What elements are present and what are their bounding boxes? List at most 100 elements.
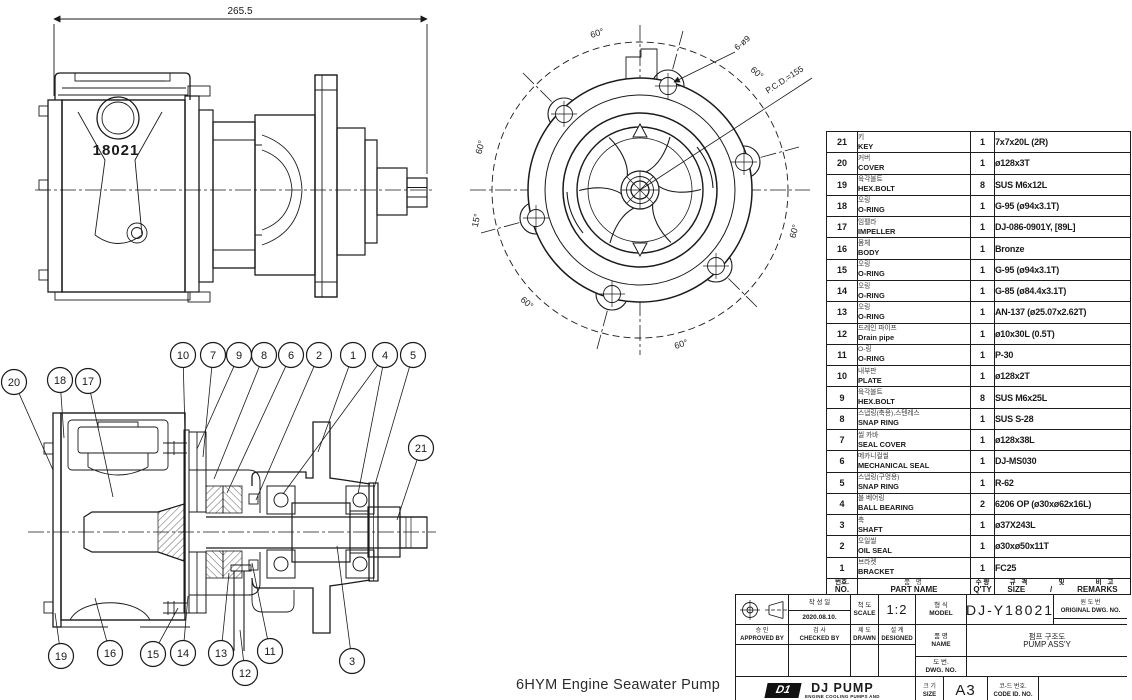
drawn-signature-cell — [851, 645, 879, 677]
bom-header-row: 번호. NO. 품 명 PART NAME 수 량 Q'TY 규 격 및 비 고… — [826, 577, 1131, 596]
balloon-circle — [169, 639, 197, 667]
bom-item-qty: 1 — [970, 216, 995, 239]
logo-text: DJ PUMP — [811, 680, 874, 695]
balloon-leader — [396, 459, 418, 521]
designed-label-kr: 설 계 — [890, 627, 904, 634]
bom-item-qty: 1 — [970, 130, 995, 154]
bom-item-no: 18 — [826, 194, 858, 218]
bom-item-qty: 1 — [970, 450, 995, 473]
pcd-label: P.C.D.=155 — [764, 63, 806, 95]
bom-item-no: 19 — [826, 173, 858, 196]
code-label-en: CODE ID. NO. — [993, 691, 1033, 698]
balloon-number: 14 — [177, 648, 189, 660]
balloon-leader — [336, 545, 351, 649]
dwg-no-value — [967, 657, 1127, 677]
side-view — [35, 15, 433, 303]
bom-item-no: 3 — [826, 514, 858, 537]
bom-item-name-kr: 커버 — [858, 154, 871, 162]
bom-item-name-kr: 씰 카바 — [858, 431, 879, 439]
checked-label-kr: 검 사 — [813, 627, 826, 634]
scale-value: 1:2 — [886, 602, 908, 617]
model-label-en: MODEL — [929, 609, 953, 617]
bom-item-name-en: O-RING — [858, 290, 885, 300]
bom-item-name-en: PLATE — [858, 375, 882, 385]
bom-item-name-en: HEX.BOLT — [858, 397, 895, 407]
bom-item-qty: 2 — [970, 492, 995, 516]
bom-item-size: ø10x30L (0.5T) — [994, 322, 1131, 345]
bom-item-name-en: O-RING — [858, 269, 885, 279]
bom-item-name-kr: 육각볼트 — [858, 176, 883, 184]
bom-item-no: 4 — [826, 492, 858, 516]
bom-header-size-en: SIZE — [1007, 584, 1026, 594]
balloon-circle — [399, 341, 427, 369]
bom-item-name-kr: 오링 — [858, 197, 871, 205]
balloon-number: 1 — [350, 350, 356, 362]
angle-label-60-d: 60° — [519, 294, 536, 311]
balloon-number: 11 — [264, 646, 275, 658]
scale-label-en: SCALE — [853, 609, 876, 617]
bom-item-no: 16 — [826, 237, 858, 260]
bom-item-qty: 1 — [970, 535, 995, 558]
bom-item-name-kr: 볼 베어링 — [858, 495, 885, 503]
bom-item-name-kr: 오링 — [858, 282, 871, 290]
bom-item-name-en: OIL SEAL — [858, 545, 892, 555]
balloon-leader — [213, 366, 260, 480]
balloon-leader — [182, 367, 186, 433]
bom-item-name-en: Drain pipe — [858, 333, 895, 343]
bom-item-no: 12 — [826, 322, 858, 345]
bom-item-name-kr: 오일씰 — [858, 537, 877, 545]
balloon-circle — [0, 368, 28, 396]
bom-item-no: 20 — [826, 152, 858, 175]
sheet-size-label-kr: 크 기 — [923, 683, 936, 690]
balloon-circle — [371, 341, 399, 369]
dj-pump-logo-icon: D1 — [764, 683, 802, 698]
balloon-leader — [196, 366, 235, 450]
bom-header-name-kr: 품 명 — [904, 578, 924, 586]
bom-item-name-kr: 내부판 — [858, 367, 877, 375]
balloon-number: 7 — [210, 350, 216, 362]
balloon-leader — [226, 366, 287, 494]
scale-label-kr: 척 도 — [857, 601, 872, 609]
bom-item-no: 14 — [826, 279, 858, 303]
balloon-leader — [255, 366, 315, 501]
bom-item-name-kr: 스냅링(구멍용) — [858, 474, 900, 482]
front-view — [470, 25, 813, 355]
cast-number-label: 18021 — [93, 142, 140, 159]
balloon-leader — [54, 612, 60, 644]
approved-signature-cell — [736, 645, 789, 677]
bom-item-qty: 1 — [970, 194, 995, 218]
balloon-circle — [46, 366, 74, 394]
bom-item-name-kr: 드레인 파이프 — [858, 325, 897, 333]
bom-item-size: 7x7x20L (2R) — [994, 130, 1131, 154]
bom-item-qty: 8 — [970, 173, 995, 196]
bom-header-name-en: PART NAME — [890, 584, 938, 594]
bom-header-rem-kr: 비 고 — [1095, 578, 1116, 586]
bom-item-size: DJ-086-0901Y, [89L] — [994, 216, 1131, 239]
bom-item-qty: 1 — [970, 343, 995, 367]
balloon-number: 15 — [147, 649, 159, 661]
bom-item-size: ø37X243L — [994, 514, 1131, 537]
bom-item-size: 6206 OP (ø30xø62x16L) — [994, 492, 1131, 516]
checked-signature-cell — [789, 645, 851, 677]
bom-item-name-en: COVER — [858, 162, 885, 172]
approved-label-en: APPROVED BY — [740, 635, 784, 642]
drawing-caption: 6HYM Engine Seawater Pump — [516, 677, 721, 693]
balloon-leader — [158, 607, 179, 644]
drawn-label-en: DRAWN — [853, 635, 876, 642]
balloon-circle — [74, 367, 102, 395]
dwg-no-label-en: DWG. NO. — [925, 666, 957, 674]
bom-item-no: 9 — [826, 386, 858, 409]
bom-item-size: ø128x2T — [994, 365, 1131, 388]
